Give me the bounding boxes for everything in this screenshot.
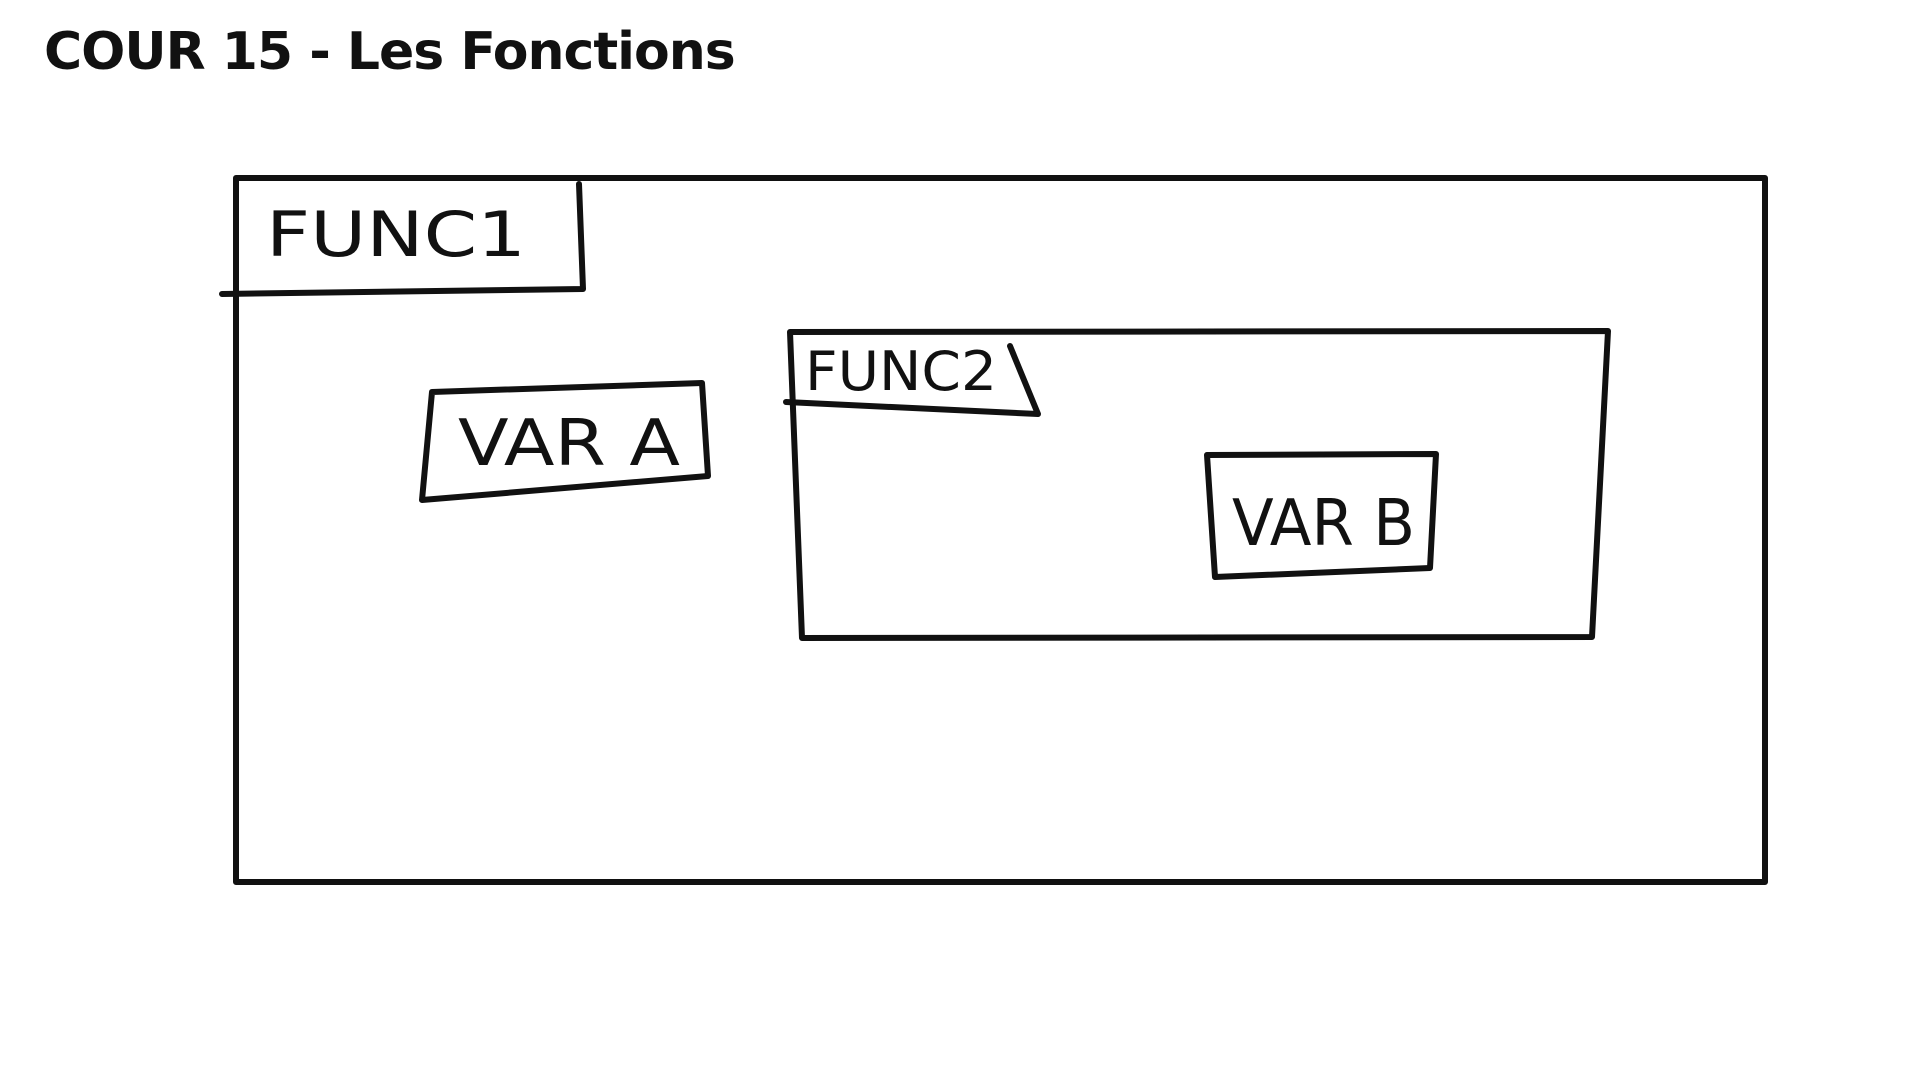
var-a-box [419,380,711,503]
func1-label: FUNC1 [266,198,526,271]
func1-label-tab [219,181,586,297]
page-title: COUR 15 - Les Fonctions [44,22,736,82]
func2-label-tab [783,343,1041,417]
func2-label: FUNC2 [805,340,997,403]
func1-scope-box [233,175,1768,885]
var-b-box [1204,451,1439,580]
var-a-label: VAR A [458,407,680,481]
var-b-label: VAR B [1232,487,1415,561]
func2-scope-box [787,328,1611,641]
